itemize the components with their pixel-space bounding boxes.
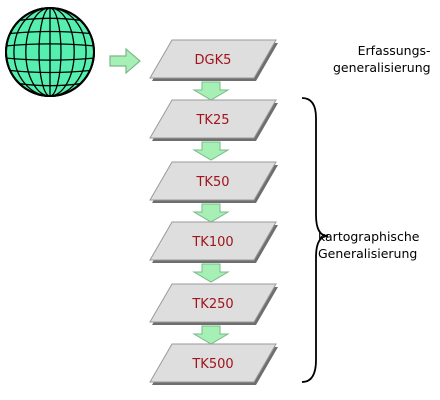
kartographische-generalisierung-label: kartographische Generalisierung <box>318 228 419 262</box>
layer-plane <box>149 39 277 79</box>
map-layer-tk25: TK25 <box>149 99 278 141</box>
right-arrow-icon <box>109 47 141 75</box>
down-arrow-icon <box>192 141 230 161</box>
globe-icon <box>5 7 95 97</box>
layer-plane <box>149 221 277 261</box>
layer-label: TK250 <box>191 297 233 312</box>
map-layer-tk250: TK250 <box>149 283 278 325</box>
globe-to-dgk5-arrow <box>109 47 141 75</box>
layer-label: TK100 <box>191 235 233 250</box>
map-layer-tk50: TK50 <box>149 161 278 203</box>
layer-label: TK50 <box>195 175 229 190</box>
layer-plane <box>149 161 277 201</box>
down-arrow-icon <box>192 263 230 283</box>
map-layer-tk100: TK100 <box>149 221 278 263</box>
karto-line2: Generalisierung <box>318 246 418 261</box>
down-arrow-icon <box>192 203 230 223</box>
layer-plane <box>149 283 277 323</box>
map-layer-dgk5: DGK5 <box>149 39 278 81</box>
karto-line1: kartographische <box>318 229 420 244</box>
down-arrow-icon <box>192 81 230 101</box>
layer-label: TK25 <box>195 113 229 128</box>
curly-brace <box>301 97 329 383</box>
layer-plane <box>149 343 277 383</box>
layer-label: DGK5 <box>195 53 232 68</box>
layer-plane <box>149 99 277 139</box>
erfassungs-line2: generalisierung <box>333 60 431 75</box>
down-arrow-icon <box>192 325 230 345</box>
erfassungs-generalisierung-label: Erfassungs- generalisierung <box>333 42 431 76</box>
map-layer-tk500: TK500 <box>149 343 278 385</box>
erfassungs-line1: Erfassungs- <box>357 43 431 58</box>
layer-label: TK500 <box>191 357 233 372</box>
